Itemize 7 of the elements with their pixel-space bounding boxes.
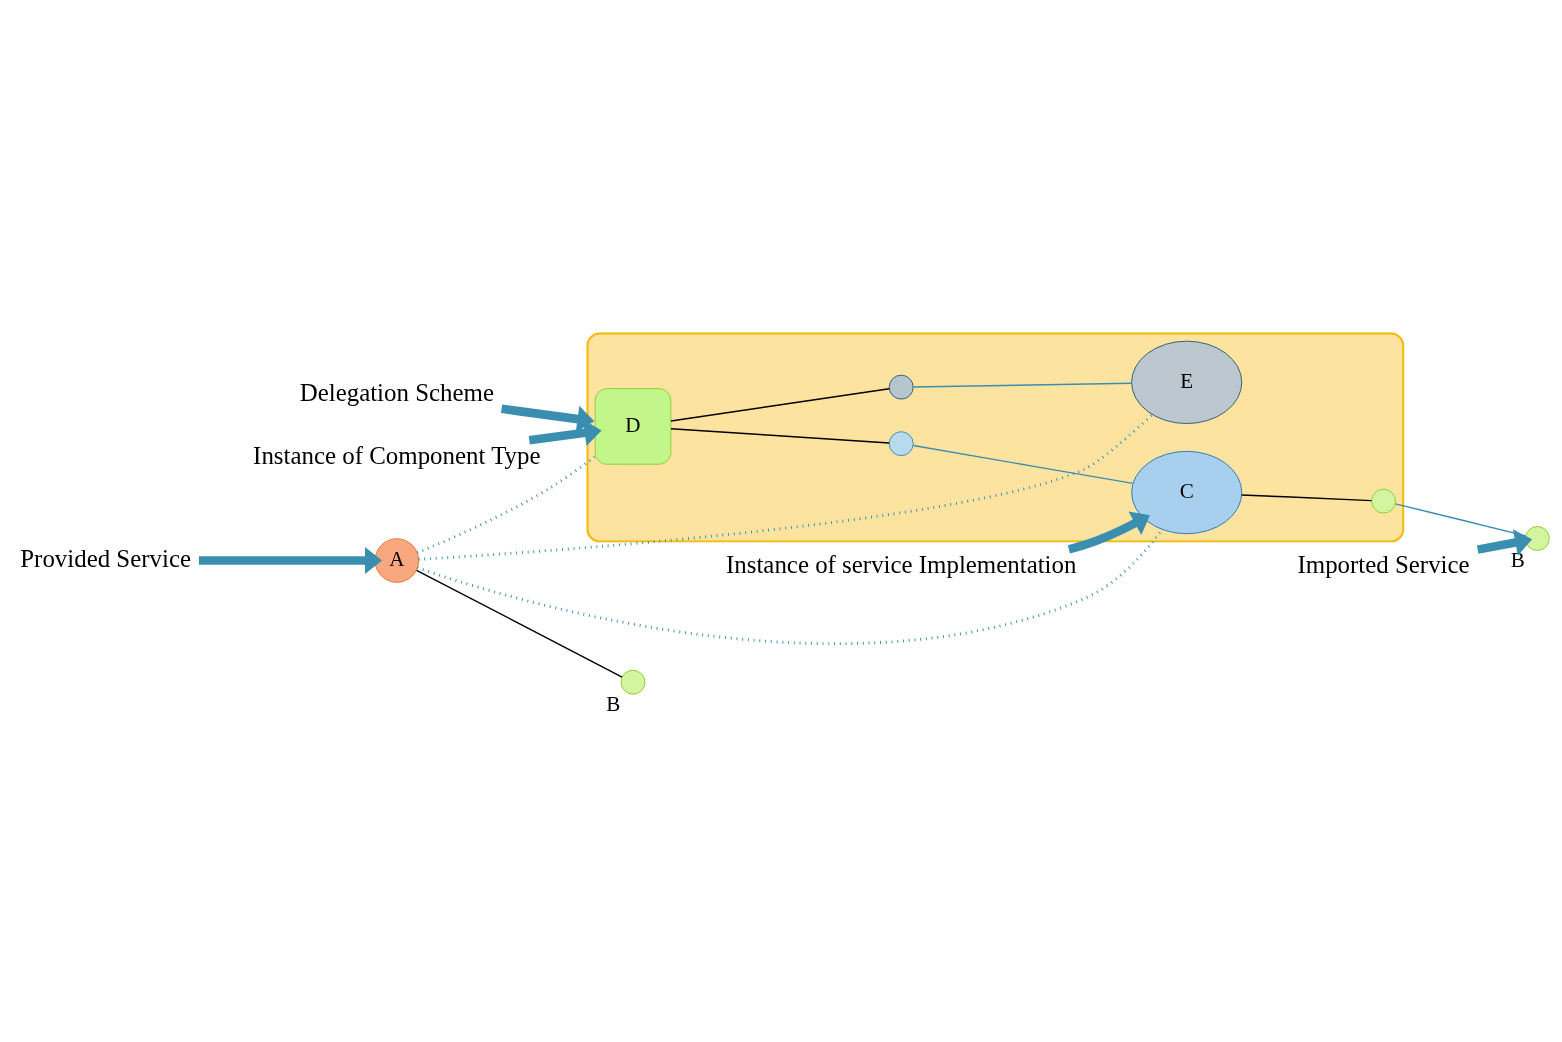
node-label: B xyxy=(606,691,621,716)
node-text: Provided Service xyxy=(20,544,191,572)
node-text: Instance of service Implementation xyxy=(726,550,1077,578)
node-text: Imported Service xyxy=(1297,550,1470,578)
node-label: B xyxy=(1510,547,1525,572)
node-text: Delegation Scheme xyxy=(299,378,494,406)
node-text: Instance of Component Type xyxy=(253,441,541,469)
